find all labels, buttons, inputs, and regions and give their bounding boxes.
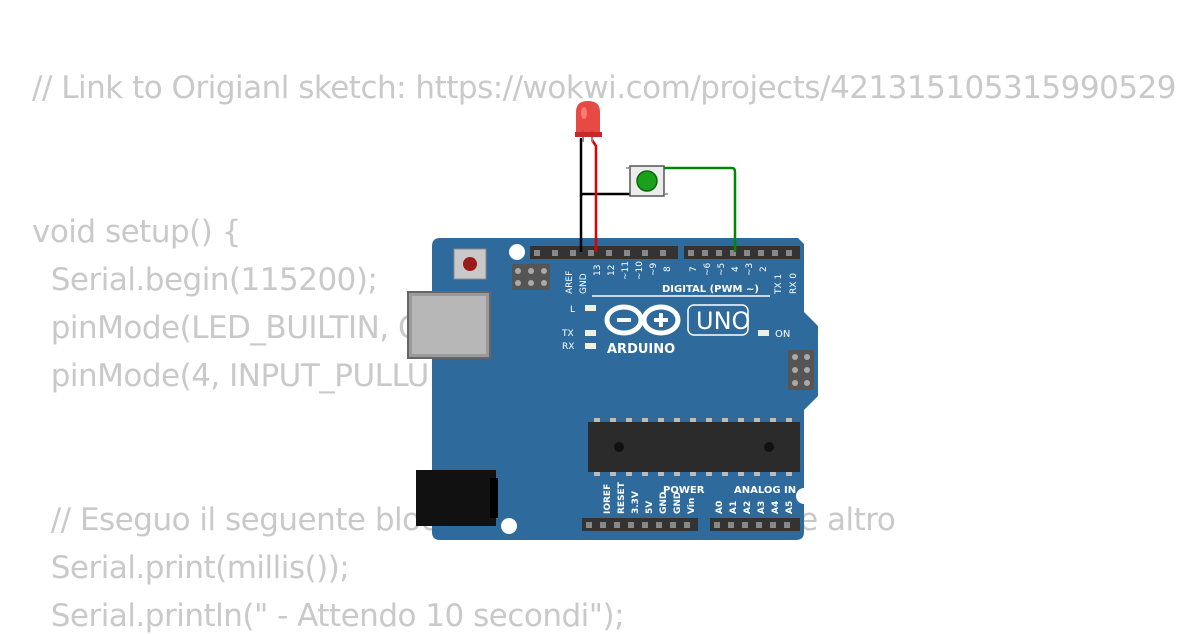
pin-label-8: 8: [663, 266, 673, 272]
pin-label-a3: A3: [757, 501, 767, 514]
digital-header-left[interactable]: [530, 246, 678, 259]
led-l-label: L: [570, 305, 575, 315]
code-line-5: Serial.begin(115200);: [32, 262, 378, 298]
arduino-uno-board[interactable]: AREF GND 13 12 ~11 ~10 ~9 8 7 ~6 ~5 4 ~3…: [407, 238, 818, 540]
pin-label-a1: A1: [729, 501, 739, 514]
pin-label-gnd: GND: [579, 273, 589, 294]
code-line-11: Serial.print(millis());: [32, 550, 350, 586]
pin-label-12: 12: [607, 265, 617, 276]
pin-label-rx0: RX 0: [789, 273, 799, 294]
pin-label-reset: RESET: [617, 481, 627, 514]
led-on-label: ON: [775, 329, 790, 340]
pin-label-gnd-1: GND: [659, 492, 669, 514]
code-line-12: Serial.println(" - Attendo 10 secondi");: [32, 598, 625, 634]
mount-hole: [501, 518, 517, 534]
board-brand-label: ARDUINO: [607, 342, 675, 357]
wire-led-pin13[interactable]: [590, 139, 598, 252]
power-jack: [416, 470, 496, 526]
pin-label-4: 4: [731, 266, 741, 272]
code-line-1: // Link to Origianl sketch: https://wokw…: [32, 70, 1177, 106]
pin-label-2: 2: [759, 266, 769, 272]
power-jack-edge: [490, 478, 498, 518]
uno-badge: [687, 304, 749, 336]
pin-label-aref: AREF: [565, 271, 575, 294]
led-rx: [585, 343, 596, 349]
led-tx: [585, 330, 596, 336]
mount-hole: [796, 488, 812, 504]
power-header[interactable]: [582, 518, 698, 531]
pin-label-ioref: IOREF: [603, 484, 613, 514]
usb-connector-face: [412, 296, 486, 354]
icsp-header-top: [512, 264, 550, 290]
reset-button[interactable]: [453, 248, 487, 280]
code-line-4: void setup() {: [32, 214, 241, 250]
pin-label-gnd-2: GND: [673, 492, 683, 514]
led-rx-label: RX: [562, 342, 574, 352]
pin-label-a0: A0: [715, 501, 725, 514]
digital-header-label: DIGITAL (PWM ~): [662, 284, 759, 295]
pin-label-tx1: TX 1: [774, 274, 784, 295]
pin-label-a5: A5: [785, 501, 795, 514]
red-led[interactable]: [575, 101, 602, 142]
icsp-header-right: [788, 350, 814, 390]
analog-label: ANALOG IN: [734, 485, 796, 496]
pushbutton[interactable]: [626, 165, 668, 197]
arduino-logo-icon: [604, 304, 681, 336]
power-label: POWER: [663, 485, 705, 496]
pin-label-11: ~11: [621, 261, 631, 280]
reset-button-cap[interactable]: [463, 257, 477, 271]
pin-label-10: ~10: [635, 261, 645, 280]
pin-label-5: ~5: [717, 263, 727, 276]
pin-label-13: 13: [593, 265, 603, 276]
analog-header[interactable]: [710, 518, 800, 531]
pin-label-vin: Vin: [687, 498, 697, 514]
pin-label-9: ~9: [649, 262, 659, 276]
pin-label-5v: 5V: [645, 501, 655, 514]
digital-header-right[interactable]: [684, 246, 800, 259]
pin-label-a4: A4: [771, 501, 781, 514]
pin-label-3: ~3: [745, 263, 755, 276]
mount-hole: [509, 244, 525, 260]
led-on: [758, 330, 769, 336]
board-model-label: UNO: [696, 307, 750, 335]
pin-label-a2: A2: [743, 501, 753, 514]
atmega-chip: [588, 418, 800, 476]
pin-label-3v3: 3.3V: [631, 491, 641, 514]
led-tx-label: TX: [561, 329, 574, 339]
pin-label-6: ~6: [703, 262, 713, 276]
wire-button-pin4[interactable]: [664, 166, 737, 252]
pin-label-7: 7: [689, 266, 699, 272]
code-line-7: pinMode(4, INPUT_PULLUP);: [32, 358, 469, 394]
led-l: [585, 305, 596, 311]
